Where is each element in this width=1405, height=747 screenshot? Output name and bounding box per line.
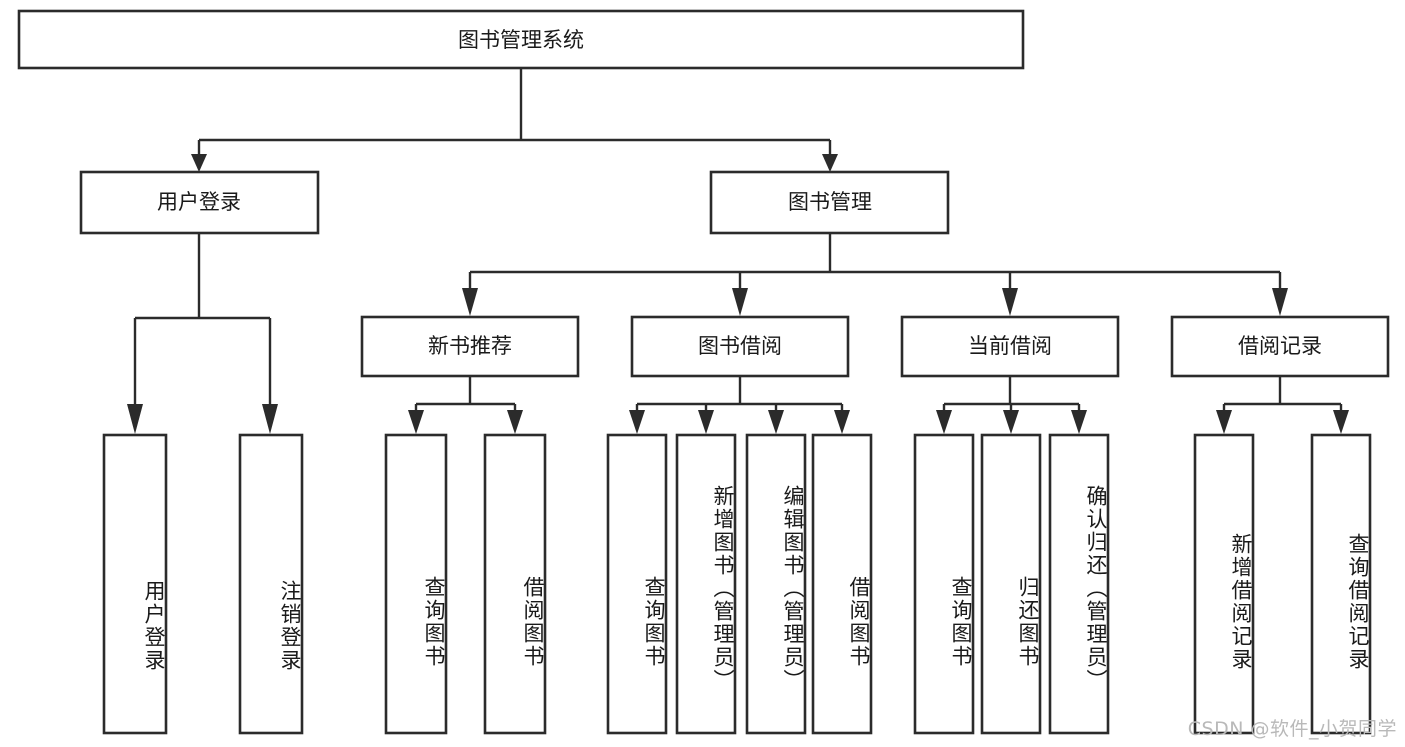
- arrow-icon-cb-l3: [1071, 410, 1087, 434]
- node-borrow-record-box[interactable]: [1170, 315, 1390, 378]
- node-new-book-rec-label: 新书推荐: [428, 334, 512, 358]
- arrow-icon-nbr-l2: [507, 410, 523, 434]
- arrow-icon-bm-c2: [732, 288, 748, 316]
- node-leaf-query-book-3-box[interactable]: [913, 433, 975, 735]
- node-leaf-query-book-2-box[interactable]: [606, 433, 668, 735]
- node-book-borrow-label: 图书借阅: [698, 334, 782, 358]
- node-current-borrow-box[interactable]: [900, 315, 1120, 378]
- node-book-borrow-box[interactable]: [630, 315, 850, 378]
- arrow-icon-nbr-l1: [408, 410, 424, 434]
- node-leaf-return-book-box[interactable]: [980, 433, 1042, 735]
- node-leaf-edit-book-box[interactable]: [745, 433, 807, 735]
- arrow-icon-ul-leaf1: [127, 404, 143, 434]
- node-new-book-rec-box[interactable]: [360, 315, 580, 378]
- arrow-icon-cb-l1: [936, 410, 952, 434]
- arrow-icon-bm-c1: [462, 288, 478, 316]
- node-leaf-borrow-book-2-box[interactable]: [811, 433, 873, 735]
- arrow-icon-root-user-login: [191, 154, 207, 172]
- arrow-icon-bb-l3: [768, 410, 784, 434]
- arrow-icon-root-book-manage: [822, 154, 838, 172]
- connector-layer: [127, 68, 1349, 434]
- node-new-book-rec[interactable]: 新书推荐: [360, 315, 580, 378]
- node-leaf-query-book-1-box[interactable]: [384, 433, 448, 735]
- node-root-box[interactable]: [17, 9, 1025, 70]
- arrow-icon-bb-l2: [698, 410, 714, 434]
- arrow-icon-br-l1: [1216, 410, 1232, 434]
- node-leaf-confirm-return-box[interactable]: [1048, 433, 1110, 735]
- node-borrow-record-label: 借阅记录: [1238, 334, 1322, 358]
- node-book-manage-label: 图书管理: [788, 190, 872, 214]
- node-user-login[interactable]: 用户登录: [79, 170, 320, 235]
- arrow-icon-cb-l2: [1003, 410, 1019, 434]
- node-leaf-add-record-box[interactable]: [1193, 433, 1255, 735]
- arrow-icon-br-l2: [1333, 410, 1349, 434]
- node-leaf-query-record-box[interactable]: [1310, 433, 1372, 735]
- watermark-text: CSDN @软件_小贺同学: [1187, 718, 1397, 740]
- node-book-manage[interactable]: 图书管理: [709, 170, 950, 235]
- arrow-icon-bb-l1: [629, 410, 645, 434]
- node-current-borrow-label: 当前借阅: [968, 334, 1052, 358]
- arrow-icon-bb-l4: [834, 410, 850, 434]
- node-book-manage-box[interactable]: [709, 170, 950, 235]
- node-leaf-add-book-box[interactable]: [675, 433, 737, 735]
- node-root-label: 图书管理系统: [458, 28, 584, 52]
- node-user-login-label: 用户登录: [157, 190, 241, 214]
- node-user-login-box[interactable]: [79, 170, 320, 235]
- arrow-icon-ul-leaf2: [262, 404, 278, 434]
- node-book-borrow[interactable]: 图书借阅: [630, 315, 850, 378]
- node-leaf-logout-box[interactable]: [238, 433, 304, 735]
- leaf-box-layer: [102, 433, 1372, 735]
- node-leaf-borrow-book-1-box[interactable]: [483, 433, 547, 735]
- node-current-borrow[interactable]: 当前借阅: [900, 315, 1120, 378]
- arrow-icon-bm-c3: [1002, 288, 1018, 316]
- arrow-icon-bm-c4: [1272, 288, 1288, 316]
- node-root[interactable]: 图书管理系统: [17, 9, 1025, 70]
- node-leaf-user-login-box[interactable]: [102, 433, 168, 735]
- node-borrow-record[interactable]: 借阅记录: [1170, 315, 1390, 378]
